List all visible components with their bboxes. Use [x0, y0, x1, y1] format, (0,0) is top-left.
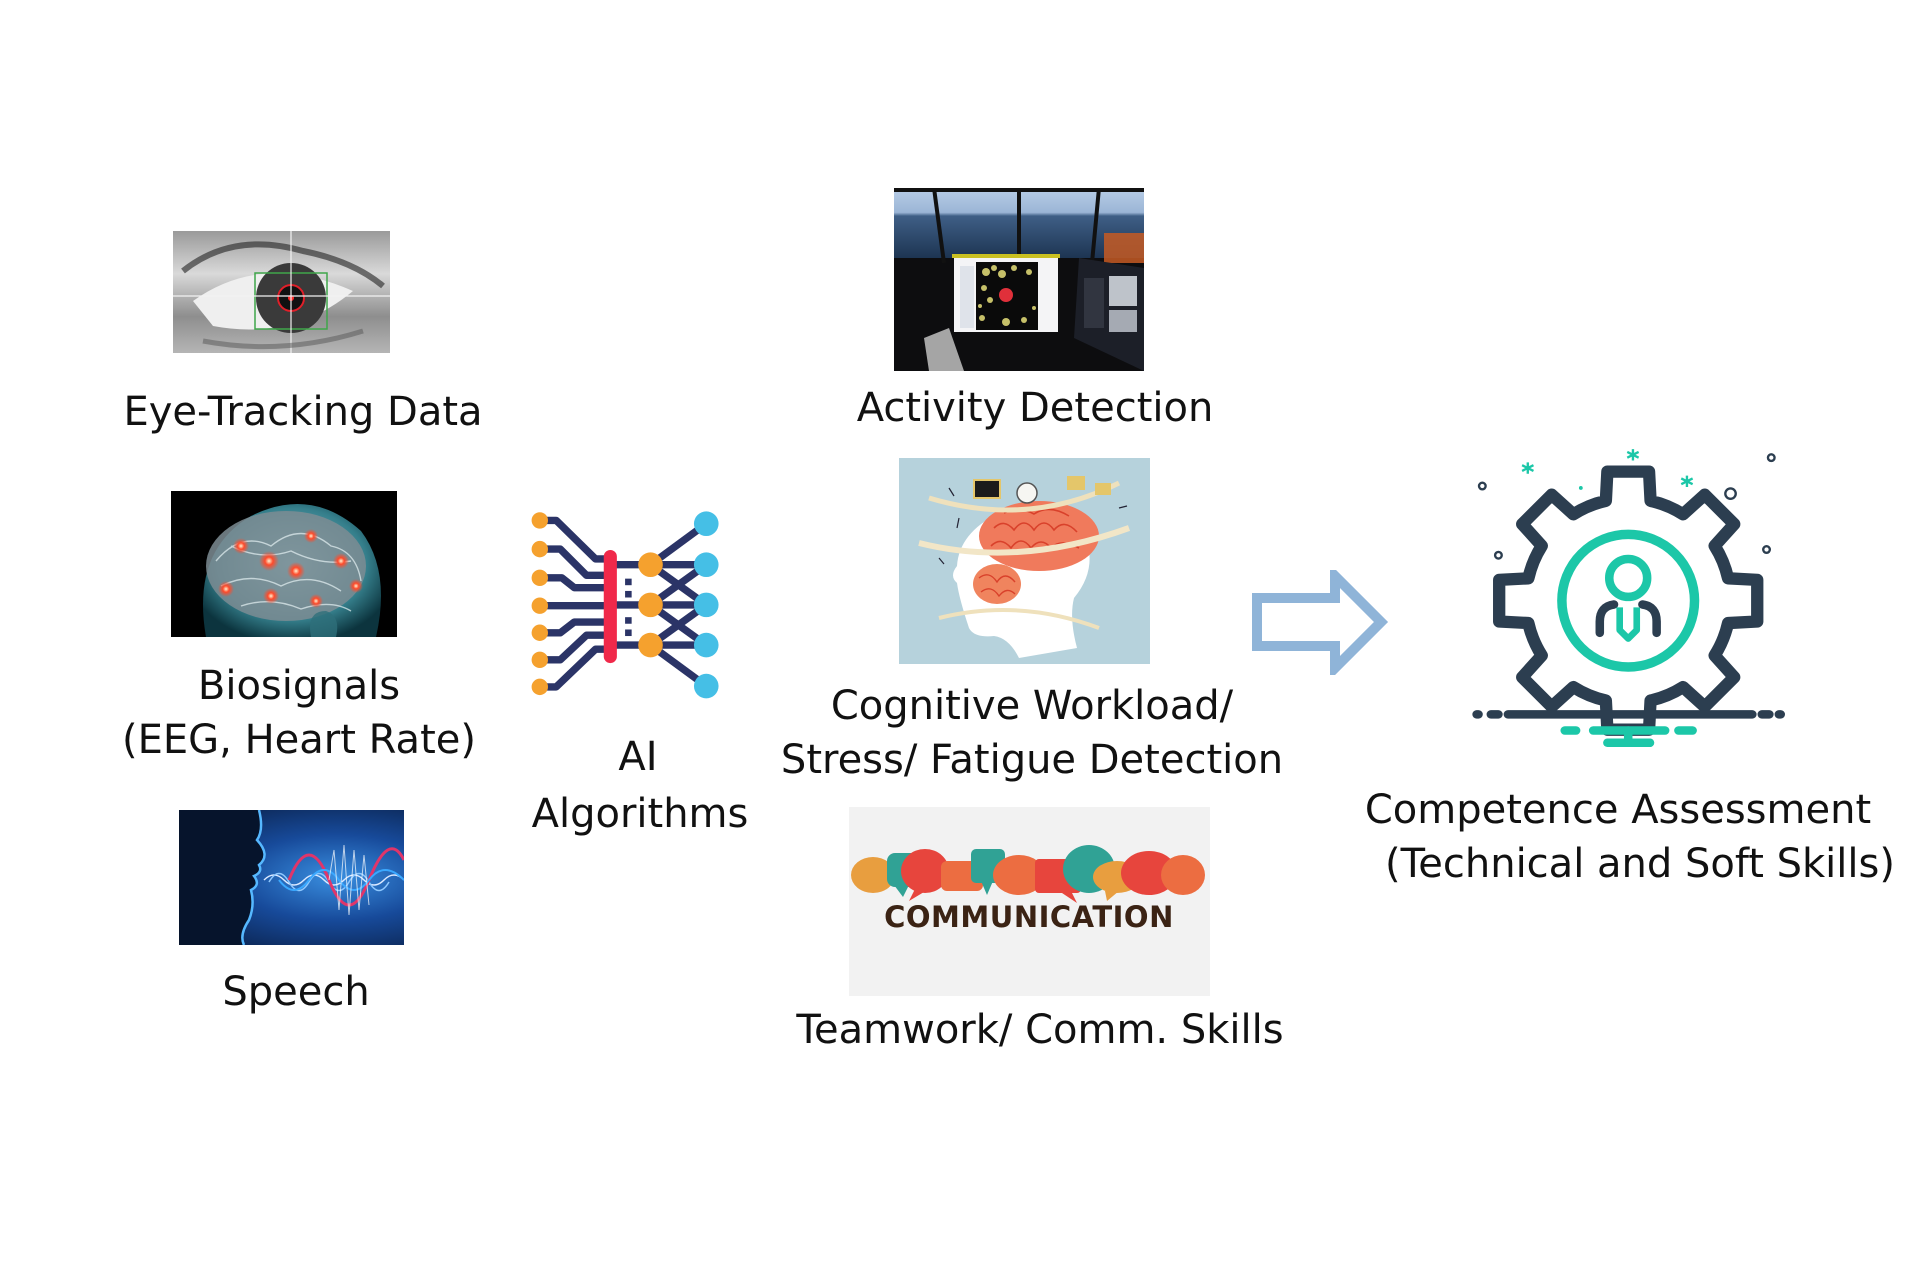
- biosignals-label-line2: (EEG, Heart Rate): [122, 717, 476, 763]
- eye-tracking-image: [173, 231, 390, 353]
- gear-person-icon: [1472, 449, 1785, 748]
- communication-image-text: COMMUNICATION: [884, 900, 1174, 934]
- flow-arrow: [1249, 570, 1389, 675]
- activity-detection-label: Activity Detection: [856, 385, 1214, 431]
- right-arrow-icon: [1252, 570, 1389, 675]
- neural-network-icon: [531, 511, 719, 699]
- competence-label-line2: (Technical and Soft Skills): [1385, 841, 1895, 887]
- competence-label-line1: Competence Assessment: [1364, 787, 1872, 833]
- speech-image: [179, 810, 404, 945]
- cognitive-label-line2: Stress/ Fatigue Detection: [780, 737, 1284, 783]
- cognitive-label-line1: Cognitive Workload/: [830, 683, 1234, 729]
- overloaded-brain-icon: [918, 476, 1131, 658]
- speech-bubbles-icon: COMMUNICATION: [851, 845, 1205, 934]
- ai-algorithms-node: [507, 498, 753, 738]
- eye-tracking-label: Eye-Tracking Data: [123, 389, 483, 435]
- brain-icon: [203, 504, 381, 637]
- ai-label-line1: AI: [618, 734, 658, 780]
- cognitive-workload-image: [899, 458, 1150, 664]
- sound-wave-icon: [179, 810, 404, 945]
- biosignals-image: [171, 491, 397, 637]
- teamwork-image: COMMUNICATION: [849, 807, 1210, 996]
- teamwork-label: Teamwork/ Comm. Skills: [796, 1007, 1284, 1053]
- biosignals-label-line1: Biosignals: [197, 663, 401, 709]
- ship-bridge-icon: [894, 188, 1144, 371]
- ai-label-line2: Algorithms: [531, 791, 749, 837]
- activity-detection-image: [894, 188, 1144, 371]
- speech-label: Speech: [222, 969, 370, 1015]
- competence-node: [1470, 430, 1830, 760]
- eye-icon: [173, 231, 390, 353]
